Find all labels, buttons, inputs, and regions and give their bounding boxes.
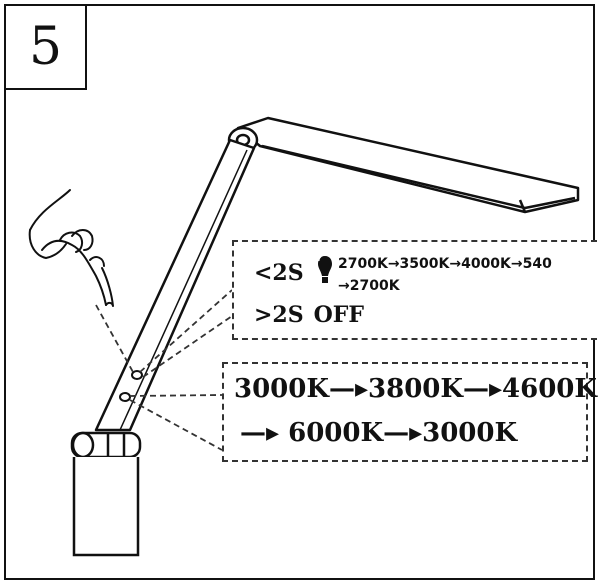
- short-press-sequence-line1: 2700K→3500K→4000K→540: [338, 256, 552, 272]
- step-number-box: 5: [4, 4, 87, 90]
- color-temperature-callout: 3000K—▸3800K—▸4600K —▸ 6000K—▸3000K: [222, 362, 597, 462]
- bulb-icon: [318, 256, 332, 283]
- color-temp-line2: —▸ 6000K—▸3000K: [240, 418, 518, 448]
- long-press-state: OFF: [313, 302, 365, 328]
- arm-buttons: [119, 370, 143, 402]
- color-temp-line1: 3000K—▸3800K—▸4600K: [234, 374, 597, 404]
- hand-icon: [28, 189, 114, 307]
- lamp-arm: [94, 138, 256, 432]
- long-press-row: >2S OFF: [254, 302, 374, 328]
- leader-lines: [95, 289, 233, 451]
- press-duration-callout: <2S 2700K→3500K→4000K→540 →2700K >2S OFF: [232, 240, 597, 340]
- long-press-label: >2S: [254, 302, 304, 328]
- short-press-sequence-line2: →2700K: [338, 278, 400, 294]
- lamp-base: [70, 431, 142, 557]
- step-number: 5: [28, 17, 63, 77]
- short-press-label: <2S: [254, 260, 304, 286]
- lamp-head: [236, 116, 580, 214]
